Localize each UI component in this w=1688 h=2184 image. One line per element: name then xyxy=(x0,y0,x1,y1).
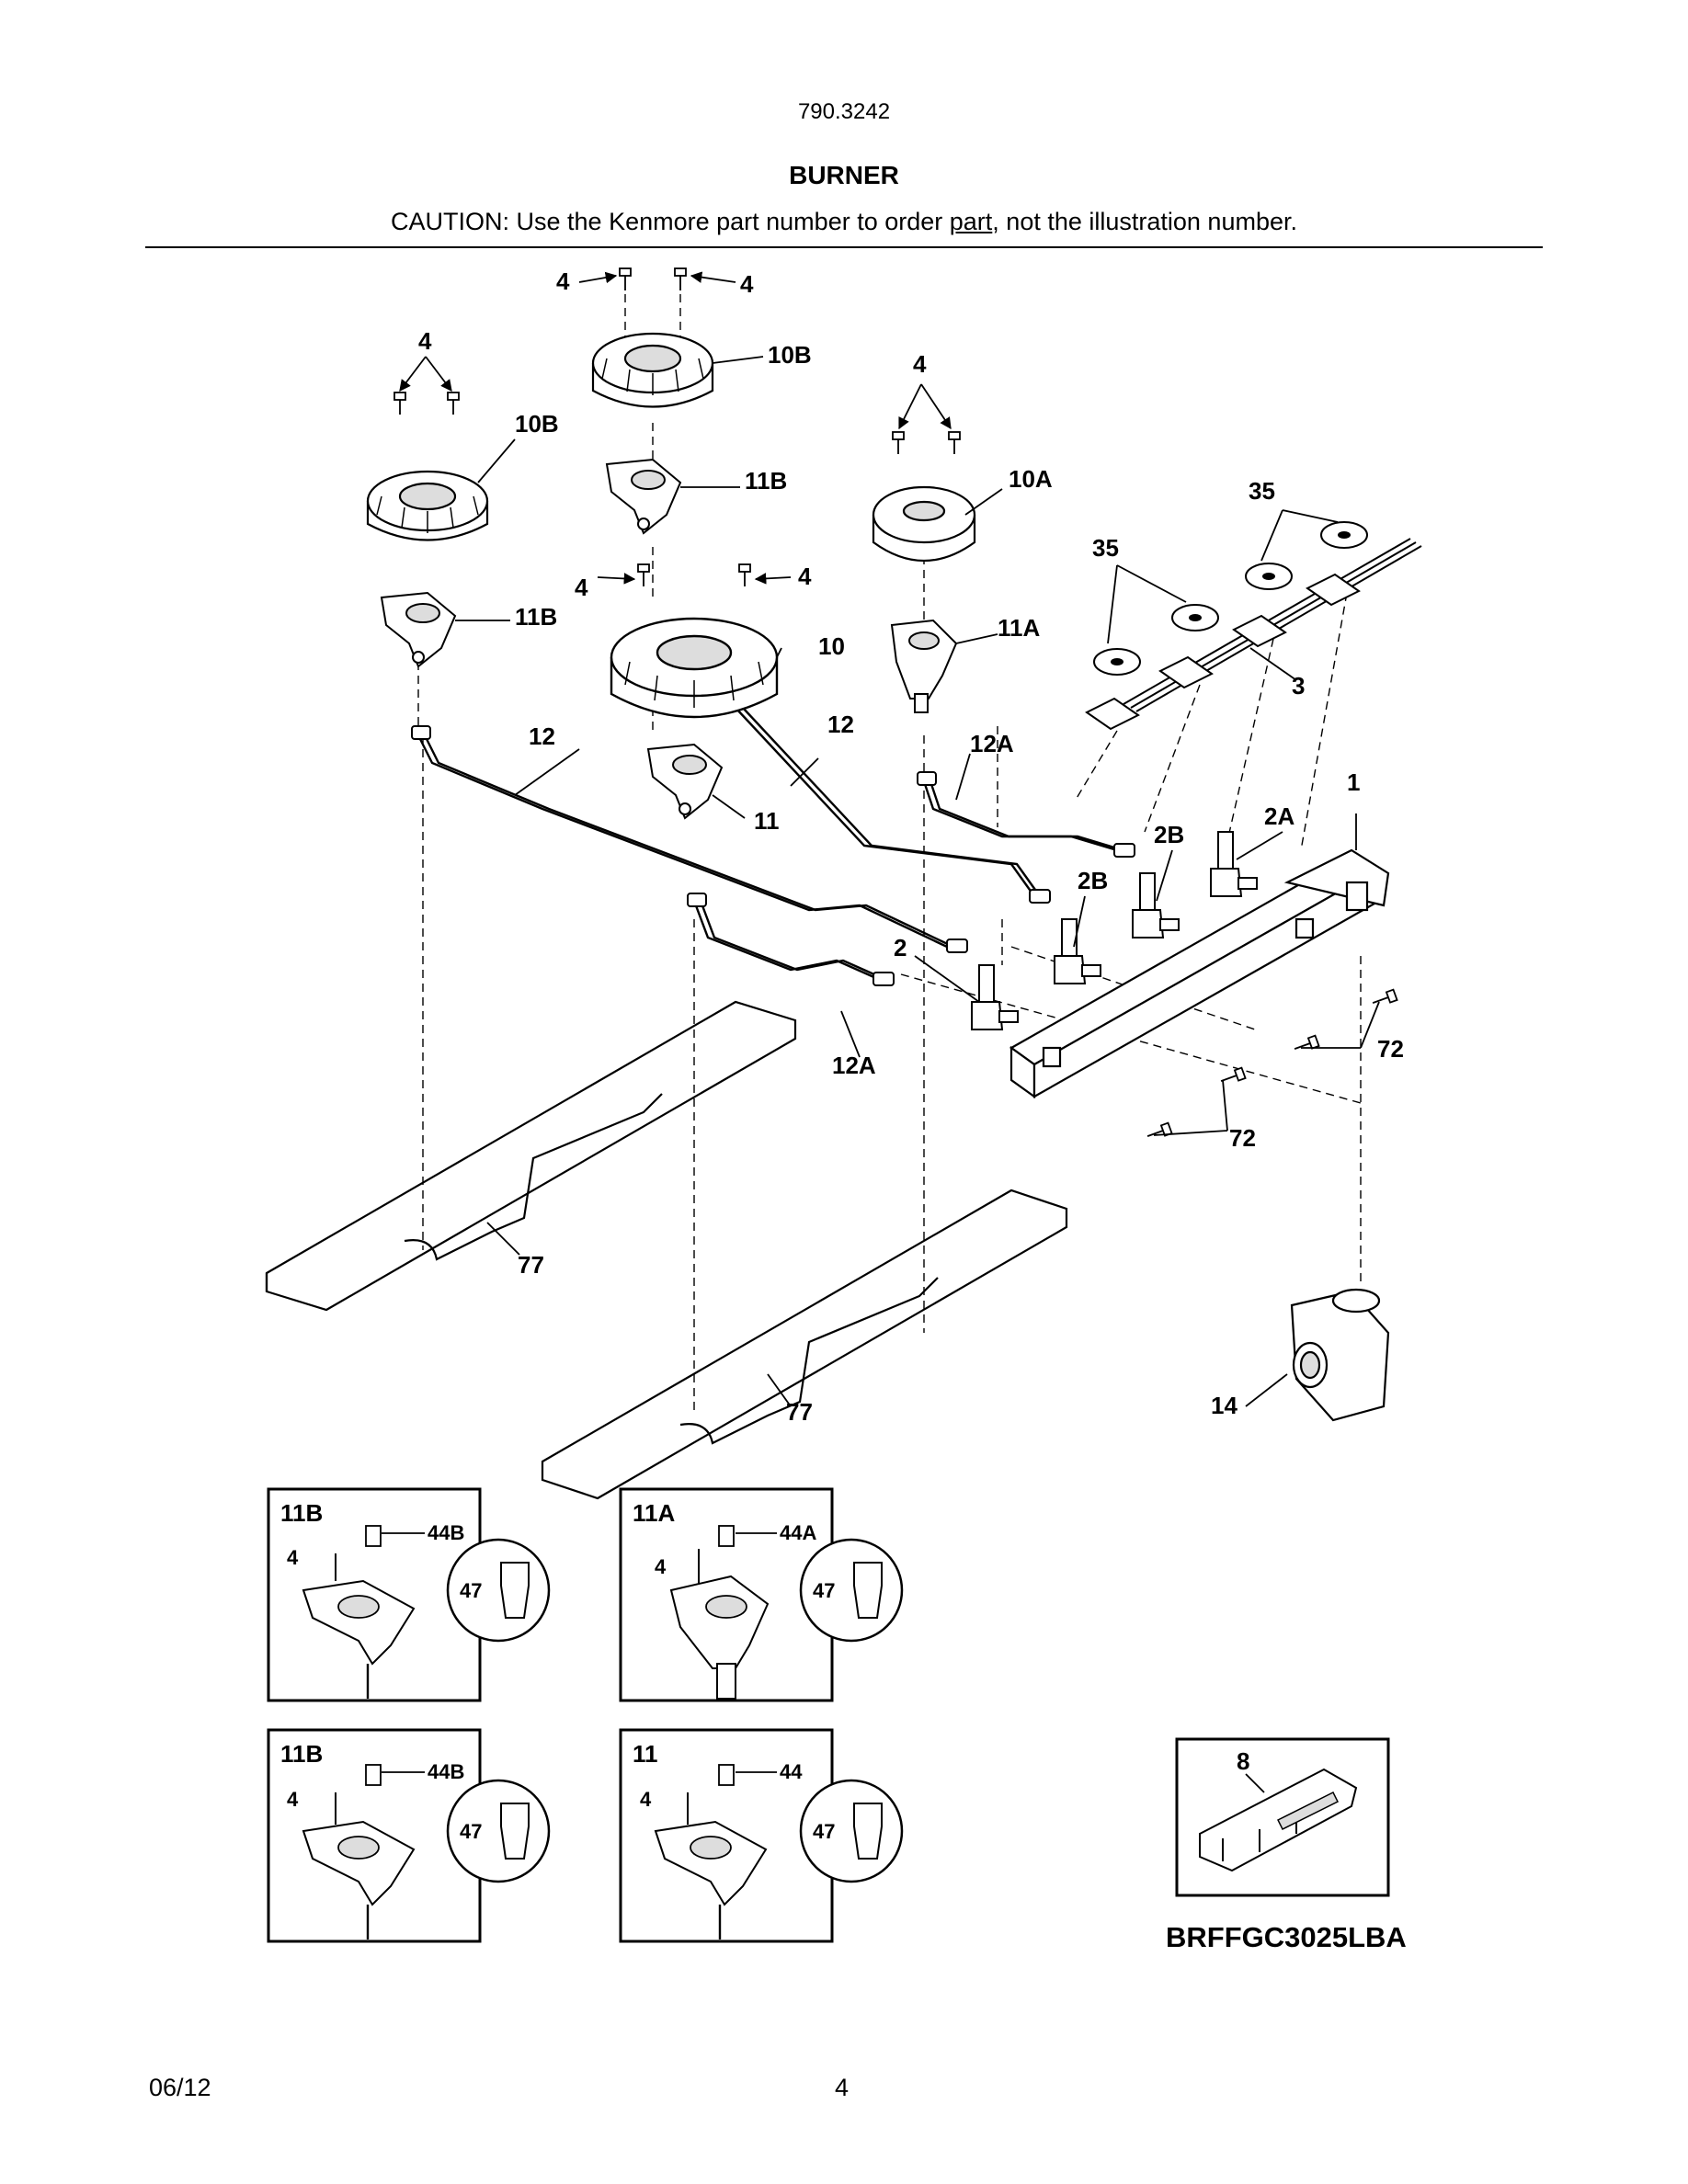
burner-head-11B-left xyxy=(380,591,457,668)
callout-2: 2 xyxy=(894,934,907,961)
screws xyxy=(393,267,1398,1138)
page-title: BURNER xyxy=(789,161,899,189)
inset-11: 11 4 44 47 xyxy=(619,1728,904,1943)
inset-screw-label: 4 xyxy=(640,1788,652,1811)
page-number: 4 xyxy=(835,2074,850,2101)
callout-77: 77 xyxy=(518,1251,544,1279)
callout-10: 10 xyxy=(818,632,845,660)
burner-brackets xyxy=(265,1000,1068,1500)
inset-screw-label: 4 xyxy=(655,1555,667,1578)
burner-head-11 xyxy=(646,743,724,820)
callout-10A: 10A xyxy=(1009,465,1053,493)
callout-10B: 10B xyxy=(768,341,812,369)
callout-12: 12 xyxy=(827,711,854,738)
inset-detail-label: 47 xyxy=(813,1820,835,1843)
inset-detail-label: 47 xyxy=(813,1579,835,1602)
inset-title: 8 xyxy=(1237,1747,1249,1775)
pressure-regulator xyxy=(1290,1288,1390,1422)
burner-base-10A xyxy=(872,485,976,563)
callout-4: 4 xyxy=(575,574,588,601)
leader-lines xyxy=(399,271,1380,1407)
burner-head-11B-center xyxy=(605,458,682,535)
caution-note: CAUTION: Use the Kenmore part number to … xyxy=(0,208,1688,236)
callout-10B: 10B xyxy=(515,410,559,438)
callout-4: 4 xyxy=(798,563,812,590)
callout-11: 11 xyxy=(754,807,780,835)
inset-detail-label: 47 xyxy=(460,1820,482,1843)
callout-12: 12 xyxy=(529,722,555,750)
caution-text: CAUTION: Use the Kenmore part number to … xyxy=(391,208,950,235)
inset-screw-label: 4 xyxy=(287,1546,299,1569)
inset-orifice-label: 44 xyxy=(780,1760,803,1783)
callout-2A: 2A xyxy=(1264,802,1295,830)
gas-valves xyxy=(971,831,1258,1030)
tube-fittings xyxy=(411,725,1135,986)
inset-8: 8 xyxy=(1175,1737,1390,1897)
callout-11B: 11B xyxy=(515,603,557,631)
callout-72: 72 xyxy=(1377,1035,1404,1063)
burner-seals xyxy=(1093,521,1368,676)
inset-title: 11B xyxy=(280,1740,323,1768)
revision-date: 06/12 xyxy=(149,2074,211,2101)
ignition-harness xyxy=(1085,538,1422,731)
callout-77: 77 xyxy=(786,1398,813,1426)
model-number-header: 790.3242 xyxy=(797,99,891,124)
inset-orifice-label: 44B xyxy=(428,1521,464,1544)
burner-head-11A xyxy=(890,619,958,713)
callout-2B: 2B xyxy=(1154,821,1184,848)
callout-12A: 12A xyxy=(970,730,1014,757)
callout-3: 3 xyxy=(1292,672,1305,700)
header-rule xyxy=(145,246,1543,248)
callout-11A: 11A xyxy=(998,614,1040,642)
gas-tubes xyxy=(416,707,1124,981)
callout-1: 1 xyxy=(1347,768,1360,796)
inset-11A: 11A 4 44A 47 xyxy=(619,1487,904,1702)
inset-title: 11B xyxy=(280,1499,323,1527)
appliance-model-number: BRFFGC3025LBA xyxy=(1166,1921,1407,1953)
callout-14: 14 xyxy=(1211,1392,1237,1419)
callout-2B: 2B xyxy=(1078,867,1108,894)
callout-35: 35 xyxy=(1092,534,1119,562)
callout-4: 4 xyxy=(913,350,927,378)
inset-title: 11 xyxy=(633,1740,658,1768)
callout-4: 4 xyxy=(740,270,754,298)
callout-4: 4 xyxy=(418,327,432,355)
inset-detail-label: 47 xyxy=(460,1579,482,1602)
callout-72: 72 xyxy=(1229,1124,1256,1152)
callout-11B: 11B xyxy=(745,467,787,495)
burner-base-10 xyxy=(610,617,779,719)
inset-orifice-label: 44B xyxy=(428,1760,464,1783)
caution-text-end: , not the illustration number. xyxy=(992,208,1297,235)
callout-12A: 12A xyxy=(832,1052,876,1079)
callout-35: 35 xyxy=(1249,477,1275,505)
inset-11B-top: 11B 4 44B 47 xyxy=(267,1487,551,1702)
inset-title: 11A xyxy=(633,1499,675,1527)
inset-11B-bottom: 11B 4 44B 47 xyxy=(267,1728,551,1943)
caution-underlined: part xyxy=(949,208,993,235)
burner-base-10B-center xyxy=(591,332,714,408)
burner-base-10B-left xyxy=(366,470,489,541)
inset-screw-label: 4 xyxy=(287,1788,299,1811)
callout-4: 4 xyxy=(556,267,570,295)
manifold xyxy=(1009,848,1390,1099)
inset-orifice-label: 44A xyxy=(780,1521,816,1544)
